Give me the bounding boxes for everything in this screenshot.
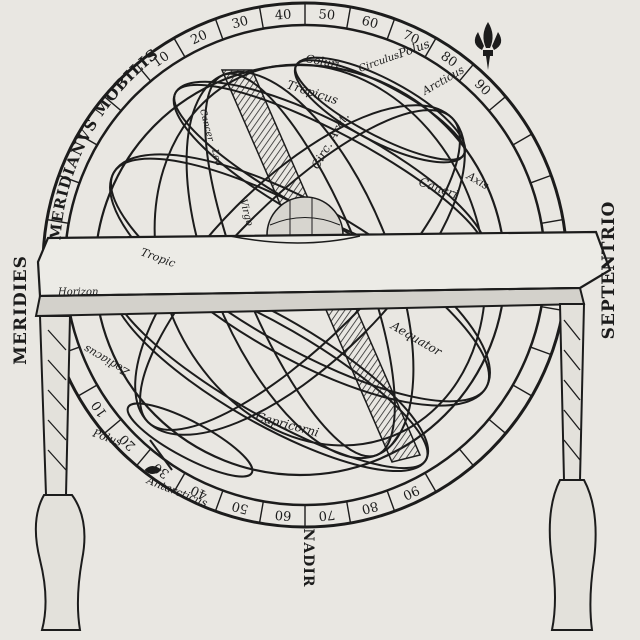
meridian-tick bbox=[488, 418, 507, 434]
meridian-degree-bottom-3: 40 bbox=[188, 482, 209, 503]
west-label: MERIDIES bbox=[11, 255, 31, 365]
meridian-degree-bottom-6: 70 bbox=[318, 506, 336, 522]
meridian-tick bbox=[103, 418, 122, 434]
meridian-tick bbox=[214, 18, 224, 40]
meridian-degree-bottom-4: 50 bbox=[230, 498, 250, 517]
meridian-degree-top-2: 30 bbox=[230, 14, 250, 33]
meridian-tick bbox=[424, 37, 437, 58]
coluri-label: Coluri bbox=[304, 52, 340, 71]
meridian-tick bbox=[214, 490, 224, 512]
meridian-tick bbox=[512, 133, 533, 146]
meridian-tick bbox=[345, 501, 352, 524]
meridian-tick bbox=[541, 218, 564, 225]
meridian-degree-top-3: 40 bbox=[274, 7, 292, 23]
stand-legs bbox=[34, 303, 597, 631]
meridian-tick bbox=[345, 6, 352, 29]
meridian-tick bbox=[58, 174, 80, 184]
meridian-tick bbox=[458, 448, 474, 467]
meridian-degree-top-1: 20 bbox=[188, 28, 209, 49]
meridian-degree-top-5: 60 bbox=[360, 14, 380, 33]
east-label: SEPTENTRIO bbox=[599, 201, 619, 340]
meridian-degree-top-6: 70 bbox=[400, 28, 421, 49]
meridian-tick bbox=[258, 501, 265, 524]
meridian-tick bbox=[386, 490, 396, 512]
meridian-tick bbox=[136, 448, 152, 467]
south-pole-pointer bbox=[144, 439, 173, 474]
fleur-de-lis-finial bbox=[474, 22, 502, 70]
meridian-tick bbox=[386, 18, 396, 40]
meridian-degree-bottom-8: 90 bbox=[400, 482, 421, 503]
meridian-tick bbox=[258, 6, 265, 29]
zodiac-sign-leo: Leo bbox=[209, 147, 223, 167]
meridian-tick bbox=[77, 133, 98, 146]
bottom-label: NADIR bbox=[300, 529, 316, 588]
meridian-degree-top-4: 50 bbox=[318, 7, 336, 23]
meridian-tick bbox=[488, 96, 507, 112]
meridian-tick bbox=[530, 174, 552, 184]
meridian-tick bbox=[424, 472, 437, 493]
meridian-tick bbox=[512, 384, 533, 397]
meridian-tick bbox=[136, 63, 152, 82]
meridian-tick bbox=[530, 346, 552, 356]
meridian-tick bbox=[46, 218, 69, 225]
meridian-tick bbox=[173, 472, 186, 493]
horizon-label: Horizon bbox=[57, 287, 98, 298]
meridian-tick bbox=[77, 384, 98, 397]
meridian-tick bbox=[458, 63, 474, 82]
meridian-tick bbox=[103, 96, 122, 112]
meridian-degree-bottom-7: 80 bbox=[360, 498, 380, 517]
horizon-plate bbox=[34, 230, 612, 318]
meridian-degree-bottom-5: 60 bbox=[274, 506, 292, 522]
meridian-tick bbox=[173, 37, 186, 58]
